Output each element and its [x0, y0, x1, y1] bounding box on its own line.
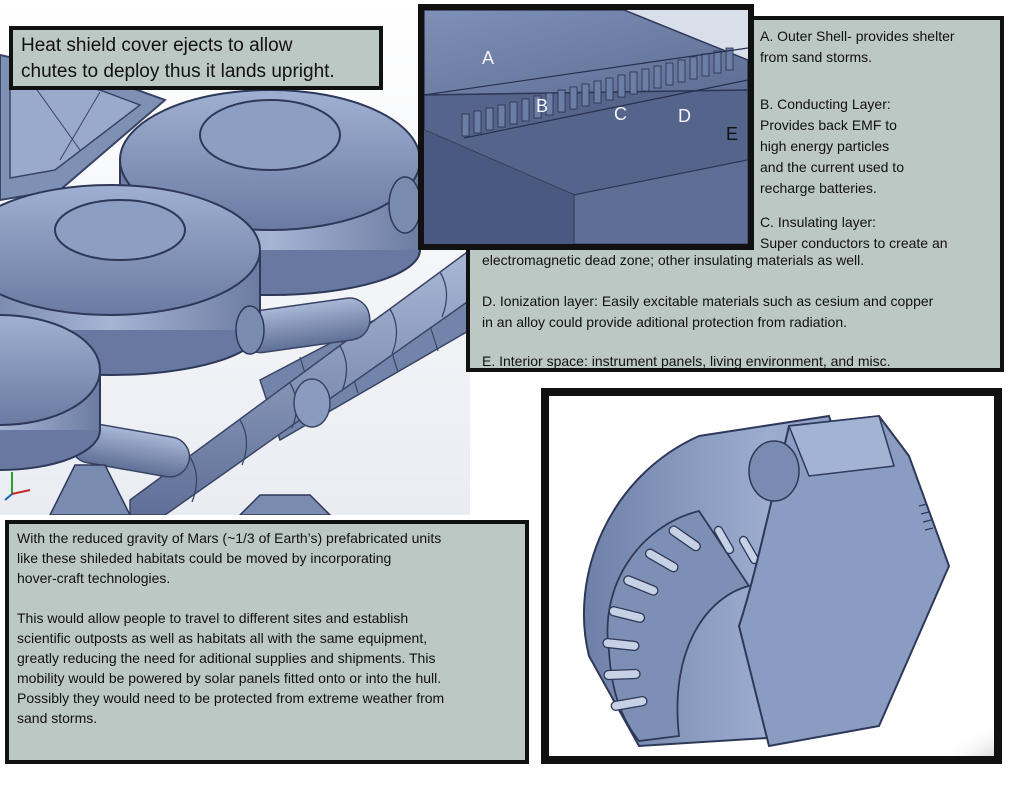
layer-a-description: A. Outer Shell- provides shelter from sa…: [760, 28, 955, 65]
detail-label-b: B: [536, 96, 549, 116]
detail-label-d: D: [678, 106, 691, 126]
layer-c-description-tail: electromagnetic dead zone; other insulat…: [482, 252, 865, 268]
cutaway-render: [541, 388, 1002, 764]
wall-section-render: /* placeholder, pins drawn below */ A B …: [418, 4, 754, 250]
heat-shield-caption-text: Heat shield cover ejects to allow chutes…: [21, 35, 335, 82]
layer-b-description: B. Conducting Layer: Provides back EMF t…: [760, 96, 904, 196]
layer-d-description: D. Ionization layer: Easily excitable ma…: [482, 293, 934, 330]
layer-c-description-head: C. Insulating layer: Super conductors to…: [760, 214, 948, 251]
mobility-paragraph-2: This would allow people to travel to dif…: [17, 610, 445, 726]
mobility-paragraph-1: With the reduced gravity of Mars (~1/3 o…: [17, 530, 442, 586]
detail-label-a: A: [482, 48, 495, 68]
layer-e-description: E. Interior space: instrument panels, li…: [482, 353, 891, 369]
mobility-text-panel: With the reduced gravity of Mars (~1/3 o…: [5, 520, 529, 764]
detail-label-c: C: [614, 104, 627, 124]
heat-shield-caption: Heat shield cover ejects to allow chutes…: [9, 26, 383, 90]
axis-triad-icon: [2, 468, 36, 502]
detail-label-e: E: [726, 124, 739, 144]
